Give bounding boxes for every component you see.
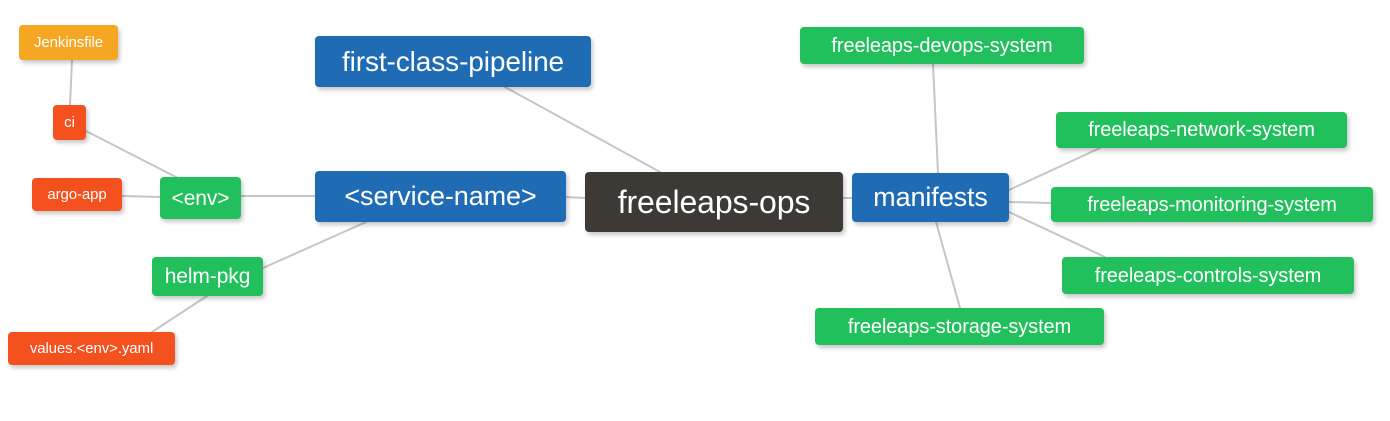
node-label-helm-pkg: helm-pkg: [164, 265, 251, 288]
node-freeleaps-monitoring-system[interactable]: freeleaps-monitoring-system: [1051, 187, 1373, 222]
node-freeleaps-network-system[interactable]: freeleaps-network-system: [1056, 112, 1347, 148]
node-label-manifests: manifests: [873, 182, 988, 212]
node-label-service-name: <service-name>: [344, 181, 537, 211]
edge-manifests-to-freeleaps-monitoring-system: [1008, 201, 1052, 204]
node-freeleaps-ops[interactable]: freeleaps-ops: [585, 172, 843, 232]
node-manifests[interactable]: manifests: [852, 173, 1009, 222]
node-env[interactable]: <env>: [160, 177, 241, 219]
edge-service-name-to-freeleaps-ops: [565, 196, 586, 199]
edge-manifests-to-freeleaps-storage-system: [935, 221, 961, 309]
node-label-argo-app: argo-app: [47, 186, 107, 203]
edge-ci-to-env: [85, 130, 177, 178]
node-service-name[interactable]: <service-name>: [315, 171, 566, 222]
node-label-freeleaps-network-system: freeleaps-network-system: [1088, 119, 1315, 141]
node-helm-pkg[interactable]: helm-pkg: [152, 257, 263, 296]
node-argo-app[interactable]: argo-app: [32, 178, 122, 211]
node-first-class-pipeline[interactable]: first-class-pipeline: [315, 36, 591, 87]
node-label-freeleaps-controls-system: freeleaps-controls-system: [1094, 264, 1322, 287]
node-label-env: <env>: [171, 186, 230, 210]
node-freeleaps-storage-system[interactable]: freeleaps-storage-system: [815, 308, 1104, 345]
edge-values-env-yaml-to-helm-pkg: [151, 295, 208, 333]
edge-argo-app-to-env: [121, 195, 161, 198]
node-label-freeleaps-devops-system: freeleaps-devops-system: [831, 34, 1053, 57]
edge-jenkinsfile-to-ci: [69, 59, 73, 106]
node-label-freeleaps-storage-system: freeleaps-storage-system: [847, 315, 1072, 338]
node-freeleaps-controls-system[interactable]: freeleaps-controls-system: [1062, 257, 1354, 294]
edge-helm-pkg-to-service-name: [262, 221, 367, 269]
node-jenkinsfile[interactable]: Jenkinsfile: [19, 25, 118, 60]
node-label-freeleaps-monitoring-system: freeleaps-monitoring-system: [1087, 193, 1337, 216]
edge-manifests-to-freeleaps-network-system: [1008, 147, 1101, 191]
node-freeleaps-devops-system[interactable]: freeleaps-devops-system: [800, 27, 1084, 64]
node-label-values-env-yaml: values.<env>.yaml: [29, 340, 154, 357]
node-label-freeleaps-ops: freeleaps-ops: [617, 184, 811, 220]
node-label-jenkinsfile: Jenkinsfile: [34, 34, 103, 51]
node-label-first-class-pipeline: first-class-pipeline: [341, 45, 565, 77]
node-ci[interactable]: ci: [53, 105, 86, 140]
node-label-ci: ci: [64, 114, 75, 131]
edge-first-class-pipeline-to-freeleaps-ops: [504, 86, 661, 173]
edge-manifests-to-freeleaps-devops-system: [932, 63, 939, 174]
node-values-env-yaml[interactable]: values.<env>.yaml: [8, 332, 175, 365]
